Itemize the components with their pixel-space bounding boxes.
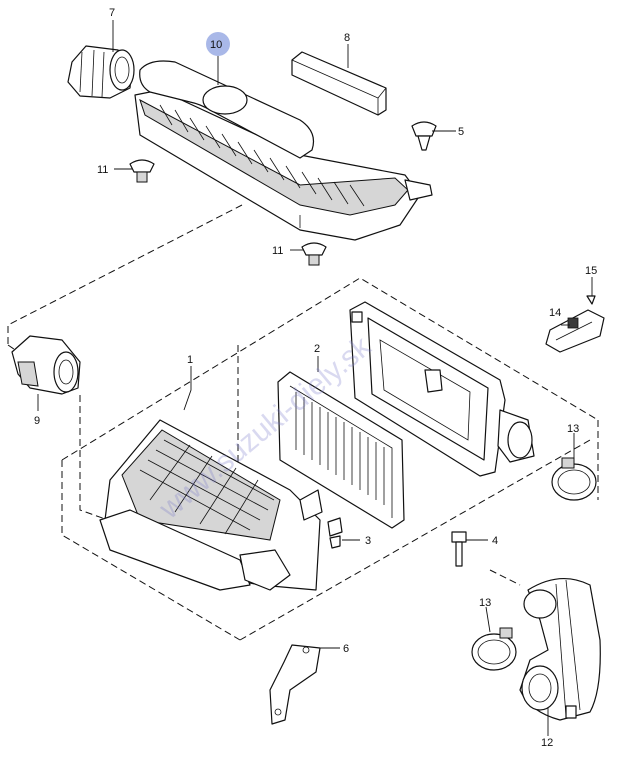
callout-labels: 7 8 10 5 11 11 15 14 2 1 9 13 3 4 13 6 1… (34, 7, 597, 749)
part-6-bracket (269, 644, 321, 725)
part-2-filter-element (277, 371, 405, 529)
case-grid (139, 439, 275, 535)
part-10-air-cleaner-cover (134, 60, 433, 241)
part-11-screw-upper (129, 159, 155, 183)
callout-3: 3 (365, 535, 371, 547)
part-13-clamp-lower (471, 627, 517, 671)
callout-13-lower: 13 (479, 597, 491, 609)
callout-10: 10 (210, 39, 222, 51)
callout-6: 6 (343, 643, 349, 655)
callout-12: 12 (541, 737, 553, 749)
filter-pleats (295, 392, 385, 505)
assembly-boundary-lines (7, 204, 599, 641)
cover-ribs (159, 104, 365, 207)
part-11-screw-lower (301, 242, 327, 266)
callout-9: 9 (34, 415, 40, 427)
part-5-clip (411, 121, 437, 151)
callout-11-upper: 11 (97, 164, 108, 176)
filter-housing-frame (349, 301, 535, 477)
part-14-airflow-sensor (545, 309, 605, 353)
leader-lines (37, 20, 593, 736)
part-4-bolt (451, 531, 467, 567)
callout-13-upper: 13 (567, 423, 579, 435)
callout-10-highlight (206, 32, 230, 56)
callout-1: 1 (187, 354, 193, 366)
part-3-grommet (327, 517, 343, 549)
part-15-screw (586, 295, 596, 305)
callout-4: 4 (492, 535, 498, 547)
part-1-lower-case (99, 419, 323, 591)
part-8-sponge (291, 51, 387, 116)
callout-5: 5 (458, 126, 464, 138)
callout-11-lower: 11 (272, 245, 283, 257)
part-7-inlet-duct (67, 45, 135, 99)
part-9-intake-hose (11, 335, 81, 395)
callout-2: 2 (314, 343, 320, 355)
callout-14: 14 (549, 307, 561, 319)
part-12-outlet-hose (519, 577, 601, 721)
callout-15: 15 (585, 265, 597, 277)
callout-7: 7 (109, 7, 115, 19)
callout-8: 8 (344, 32, 350, 44)
part-13-clamp-upper (551, 457, 597, 501)
